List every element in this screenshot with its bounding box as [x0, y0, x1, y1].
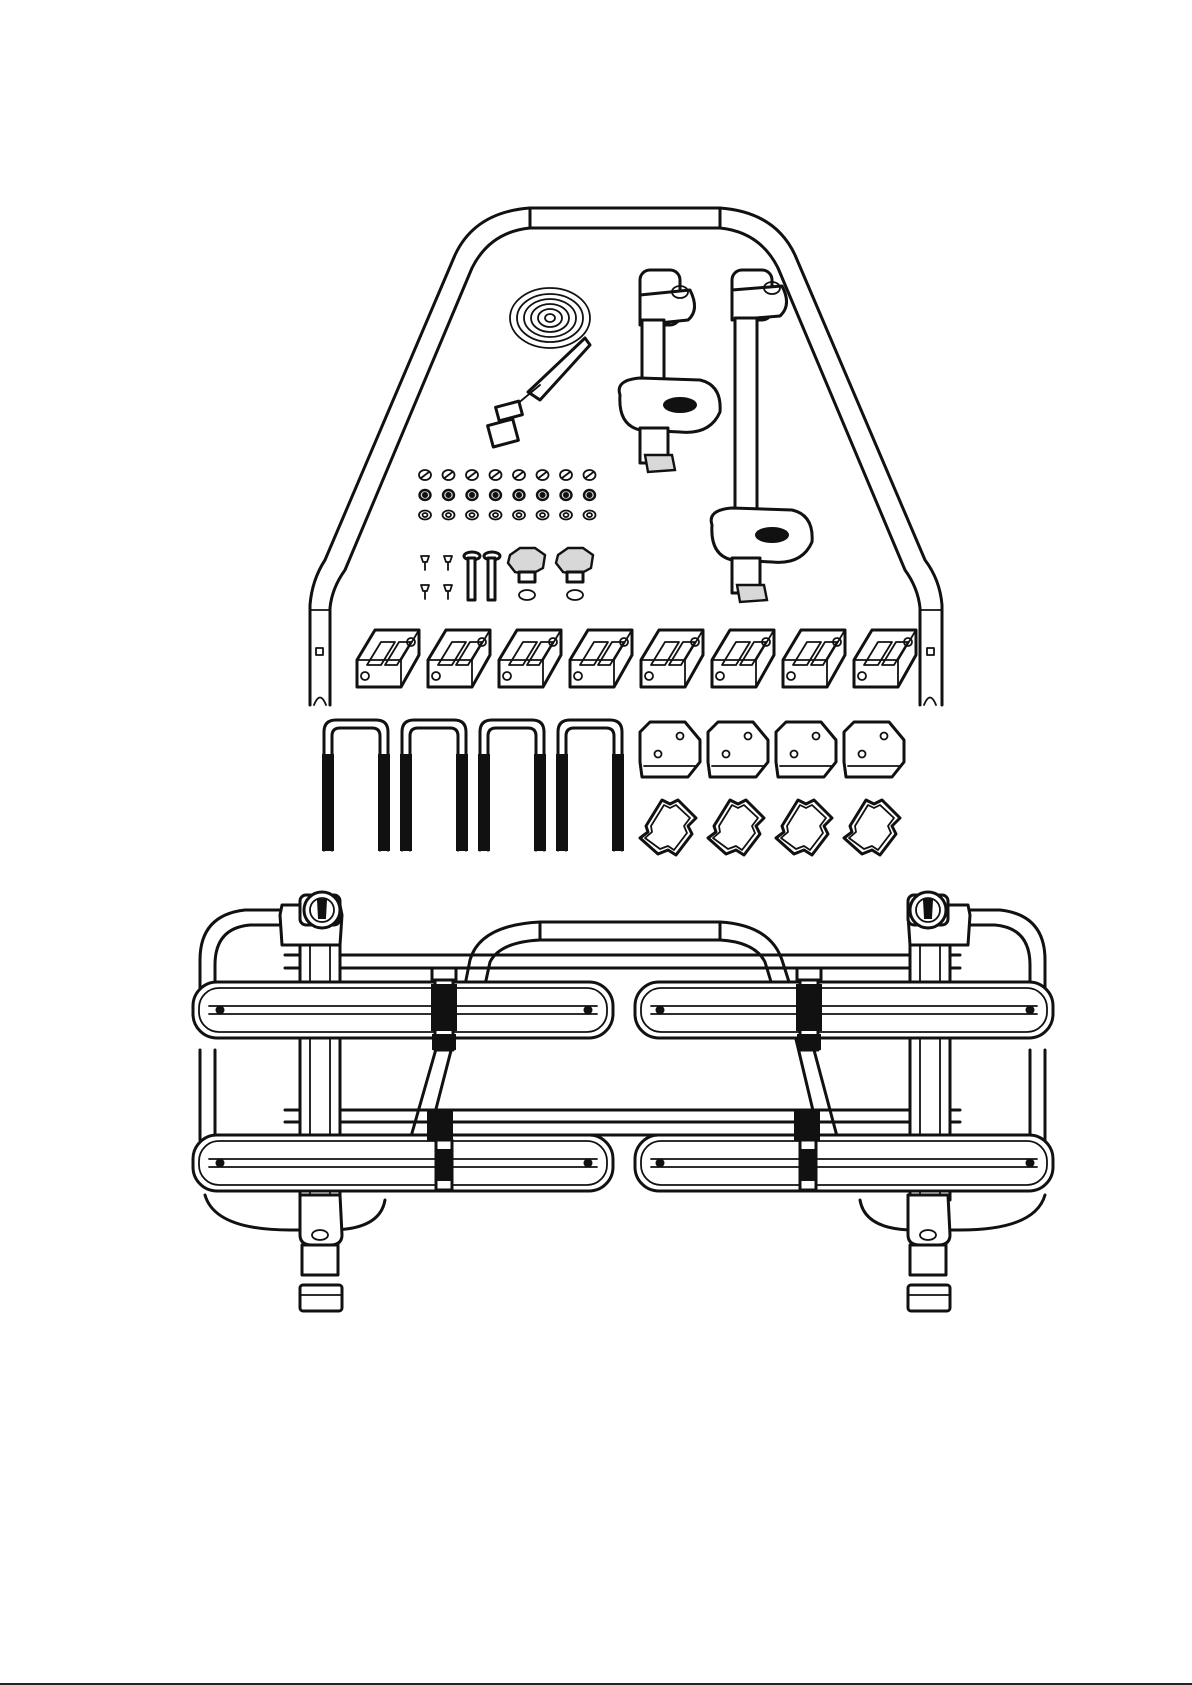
strap-upper-left	[432, 968, 456, 1050]
clamp-block	[570, 630, 632, 687]
fastener	[466, 511, 478, 520]
clamp-block	[499, 630, 561, 687]
rubber-pad	[708, 800, 764, 855]
clamp-arm-long	[711, 270, 812, 602]
mounting-plate	[776, 722, 836, 777]
wheel-rail	[193, 1135, 613, 1191]
wheel-rail	[635, 1135, 1053, 1191]
mounting-plate	[708, 722, 768, 777]
star-knob-2	[556, 548, 593, 600]
long-pins	[464, 552, 500, 600]
clamp-block	[783, 630, 845, 687]
strap-lower-right	[795, 1112, 819, 1190]
right-lock-knob	[908, 892, 970, 945]
fastener	[560, 470, 572, 480]
u-bolt	[557, 720, 623, 850]
fastener	[490, 490, 501, 500]
wheel-rail	[193, 982, 613, 1038]
clamp-block	[712, 630, 774, 687]
rubber-pad	[844, 800, 900, 855]
rubber-pad	[776, 800, 832, 855]
wheel-rail	[635, 982, 1053, 1038]
fastener	[420, 490, 431, 500]
mounting-plate	[844, 722, 904, 777]
clamp-block	[428, 630, 490, 687]
small-screw	[421, 556, 452, 599]
mounting-plate	[640, 722, 700, 777]
left-lock-knob	[280, 892, 342, 945]
clamp-block	[357, 630, 419, 687]
fastener	[490, 511, 502, 520]
rubber-pad	[640, 800, 696, 855]
lower-carrier-assembly	[193, 892, 1053, 1311]
clamp-block	[854, 630, 916, 687]
bolts-and-knobs	[421, 548, 593, 600]
fastener	[584, 470, 596, 480]
fastener	[561, 490, 572, 500]
mounting-plates	[640, 722, 904, 777]
fastener	[513, 511, 525, 520]
clamp-block	[641, 630, 703, 687]
fastener	[514, 490, 525, 500]
star-knob-1	[508, 548, 545, 600]
fastener	[584, 511, 596, 520]
u-bolt	[479, 720, 545, 850]
strap-coil	[488, 288, 590, 447]
right-mount-foot	[908, 1195, 950, 1311]
u-bolt	[401, 720, 467, 850]
u-bolts	[323, 720, 623, 850]
fastener	[584, 490, 595, 500]
left-mount-foot	[300, 1195, 342, 1311]
fastener	[443, 511, 455, 520]
fastener	[419, 470, 431, 480]
u-bolt	[323, 720, 389, 850]
fastener-grid	[419, 470, 596, 520]
fastener	[467, 490, 478, 500]
fastener	[490, 470, 502, 480]
fastener	[443, 490, 454, 500]
fastener	[560, 511, 572, 520]
strap-upper-right	[797, 968, 821, 1050]
clamp-arm-short	[619, 270, 720, 472]
fastener	[443, 470, 455, 480]
fastener	[537, 490, 548, 500]
fastener	[466, 470, 478, 480]
fastener	[419, 511, 431, 520]
fastener	[513, 470, 525, 480]
clamp-blocks	[357, 630, 916, 687]
fastener	[537, 470, 549, 480]
rubber-pads	[640, 800, 900, 855]
fastener	[537, 511, 549, 520]
